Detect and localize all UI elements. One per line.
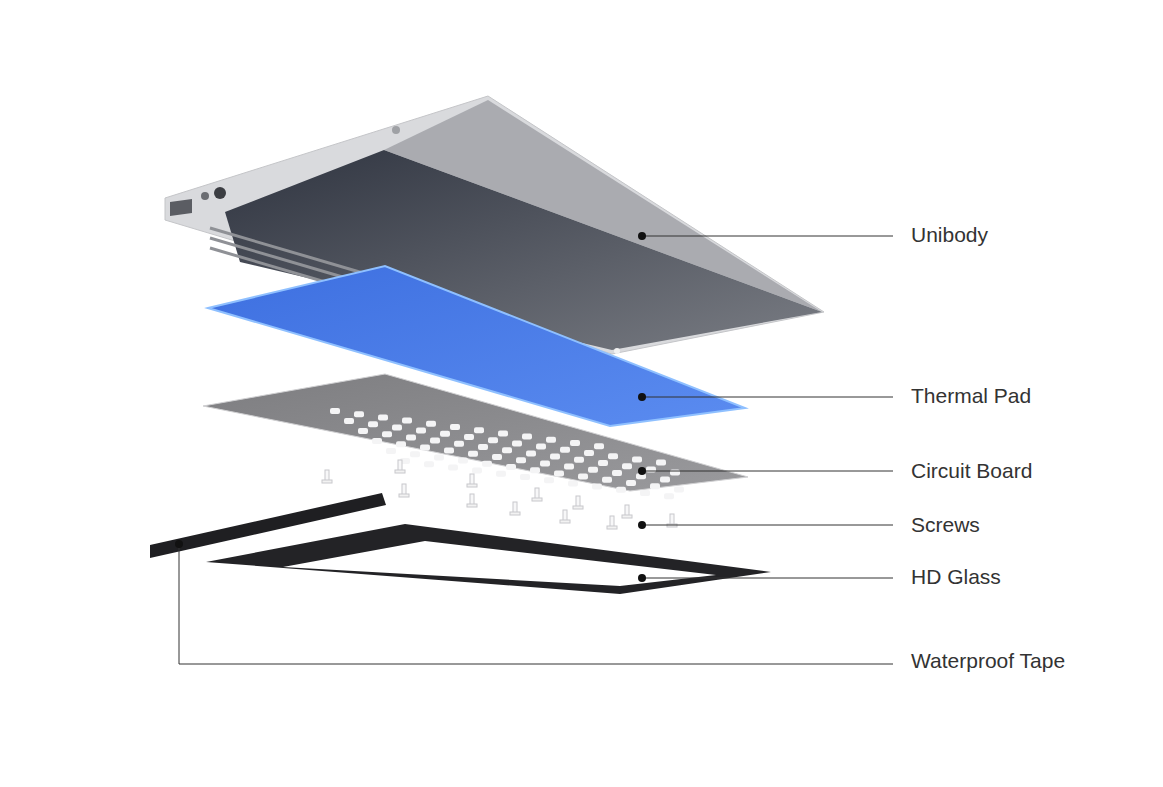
leader-dots [175,232,646,582]
board-hole [502,447,512,453]
board-hole [632,456,642,462]
board-hole [674,486,684,492]
board-hole [478,444,488,450]
board-hole [550,454,560,460]
part-label: Thermal Pad [909,384,1033,408]
board-hole [598,460,608,466]
board-hole [386,448,396,454]
board-hole [650,483,660,489]
board-hole [594,443,604,449]
board-hole [546,437,556,443]
screws-group [322,460,677,529]
board-hole [526,450,536,456]
screw [467,494,477,507]
board-hole [568,480,578,486]
board-hole [640,490,650,496]
board-hole [578,474,588,480]
board-hole [530,467,540,473]
part-label: HD Glass [909,565,1003,589]
board-hole [588,467,598,473]
board-hole [368,421,378,427]
board-hole [440,431,450,437]
board-hole [626,480,636,486]
board-hole [482,461,492,467]
screw [467,474,477,487]
board-hole [454,441,464,447]
board-hole [496,471,506,477]
board-hole [612,470,622,476]
board-hole [520,474,530,480]
board-hole [574,457,584,463]
board-hole [330,408,340,414]
screw [532,488,542,501]
board-hole [416,428,426,434]
board-hole [424,461,434,467]
screw [510,502,520,515]
board-hole [410,451,420,457]
board-hole [564,464,574,470]
part-label: Unibody [909,223,990,247]
board-hole [570,440,580,446]
board-hole [492,454,502,460]
board-hole [450,424,460,430]
screw [399,484,409,497]
screw [607,516,617,529]
screw [560,510,570,523]
board-hole [498,430,508,436]
screw [395,460,405,473]
board-hole [448,464,458,470]
part-label: Circuit Board [909,459,1034,483]
board-hole [512,440,522,446]
board-hole [616,487,626,493]
board-hole [392,424,402,430]
screw [322,470,332,483]
circuit-board-shape [203,374,748,491]
board-hole [544,477,554,483]
board-hole [608,453,618,459]
board-hole [584,450,594,456]
board-hole [522,434,532,440]
board-hole [656,460,666,466]
part-label: Screws [909,513,982,537]
board-hole [434,454,444,460]
screw [573,496,583,509]
board-hole [474,427,484,433]
board-hole [358,428,368,434]
board-hole [592,484,602,490]
board-hole [560,447,570,453]
board-holes [330,408,684,499]
board-hole [430,438,440,444]
board-hole [382,431,392,437]
board-hole [378,414,388,420]
board-hole [396,441,406,447]
board-hole [464,434,474,440]
board-hole [660,476,670,482]
board-hole [554,470,564,476]
board-hole [402,418,412,424]
hd-glass-frame [206,524,771,594]
board-hole [426,421,436,427]
board-hole [420,444,430,450]
board-hole [458,458,468,464]
board-hole [444,448,454,454]
board-hole [372,438,382,444]
part-label: Waterproof Tape [909,649,1067,673]
board-hole [506,464,516,470]
board-hole [536,444,546,450]
leader-lines [179,236,893,664]
board-hole [488,437,498,443]
board-hole [664,493,674,499]
board-hole [516,457,526,463]
board-hole [472,468,482,474]
screw [622,505,632,518]
board-hole [344,418,354,424]
board-hole [540,460,550,466]
board-hole [468,451,478,457]
board-hole [602,477,612,483]
board-hole [406,434,416,440]
board-hole [354,411,364,417]
board-hole [622,463,632,469]
